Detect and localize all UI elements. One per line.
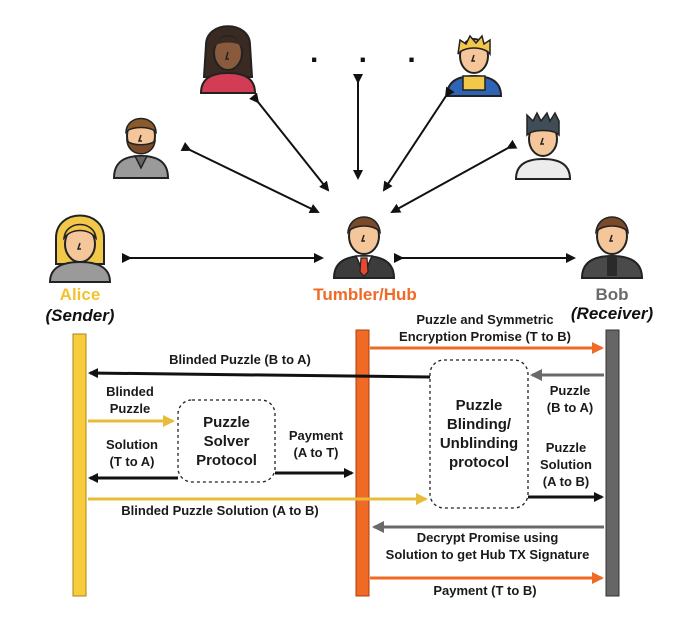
label-payment-t-to-b: Payment (T to B)	[433, 583, 537, 598]
label-blinded-puzzle-line1: Blinded	[106, 384, 154, 399]
link-hub-worker	[382, 86, 455, 192]
bob-name: Bob	[595, 285, 629, 304]
hub-lifeline	[355, 329, 370, 597]
blinding-line4: protocol	[449, 454, 509, 471]
user-avatar-worker-icon	[445, 34, 503, 97]
blinding-line2: Blinding/	[446, 416, 512, 433]
label-blinded-solution-a-to-b: Blinded Puzzle Solution (A to B)	[121, 503, 319, 518]
label-decrypt-line1: Decrypt Promise using	[416, 530, 559, 545]
hub-name: Tumbler/Hub	[313, 285, 417, 304]
alice-lifeline	[72, 333, 87, 597]
bob-lifeline	[605, 329, 620, 597]
blinding-protocol-box	[429, 359, 529, 509]
label-puzzle-solution-line3: (A to B)	[542, 474, 590, 489]
link-hub-bearded	[180, 142, 320, 214]
user-avatar-spiky-hair-icon	[514, 111, 572, 180]
label-payment-a-to-t-line2: (A to T)	[293, 445, 339, 460]
arrow-blinded-puzzle-b-to-a	[88, 368, 431, 379]
label-blinded-puzzle-line2: Puzzle	[109, 401, 151, 416]
puzzle-solver-line1: Puzzle	[203, 414, 250, 431]
label-puzzle-b-to-a-line1: Puzzle	[549, 383, 591, 398]
blinding-line1: Puzzle	[455, 397, 503, 414]
label-puzzle-b-to-a-line2: (B to A)	[546, 400, 594, 415]
alice-avatar-icon	[48, 214, 112, 283]
puzzle-solver-line3: Protocol	[196, 452, 257, 469]
bob-role: (Receiver)	[570, 304, 654, 323]
user-avatar-bearded-man-icon	[112, 117, 170, 179]
puzzle-solver-protocol-box	[177, 399, 276, 483]
label-solution-t-to-a-line1: Solution	[106, 437, 158, 452]
bob-avatar-icon	[580, 216, 644, 279]
puzzle-solver-line2: Solver	[203, 433, 250, 450]
label-decrypt-line2: Solution to get Hub TX Signature	[385, 547, 590, 562]
alice-name: Alice	[59, 285, 101, 304]
user-avatar-woman-icon	[199, 25, 257, 94]
link-hub-woman	[249, 92, 330, 192]
label-payment-a-to-t-line1: Payment	[288, 428, 344, 443]
label-promise-line2: Encryption Promise (T to B)	[399, 329, 571, 344]
label-puzzle-solution-line2: Solution	[540, 457, 592, 472]
alice-role: (Sender)	[45, 306, 115, 325]
tumbler-hub-avatar-icon	[332, 216, 396, 279]
label-solution-t-to-a-line2: (T to A)	[109, 454, 155, 469]
link-hub-spiky	[390, 139, 518, 213]
more-users-ellipsis: . . .	[310, 36, 432, 69]
blinding-line3: Unblinding	[439, 435, 519, 452]
label-promise-line1: Puzzle and Symmetric	[416, 312, 554, 327]
label-puzzle-solution-line1: Puzzle	[545, 440, 587, 455]
label-blinded-puzzle-b-to-a: Blinded Puzzle (B to A)	[169, 352, 311, 367]
